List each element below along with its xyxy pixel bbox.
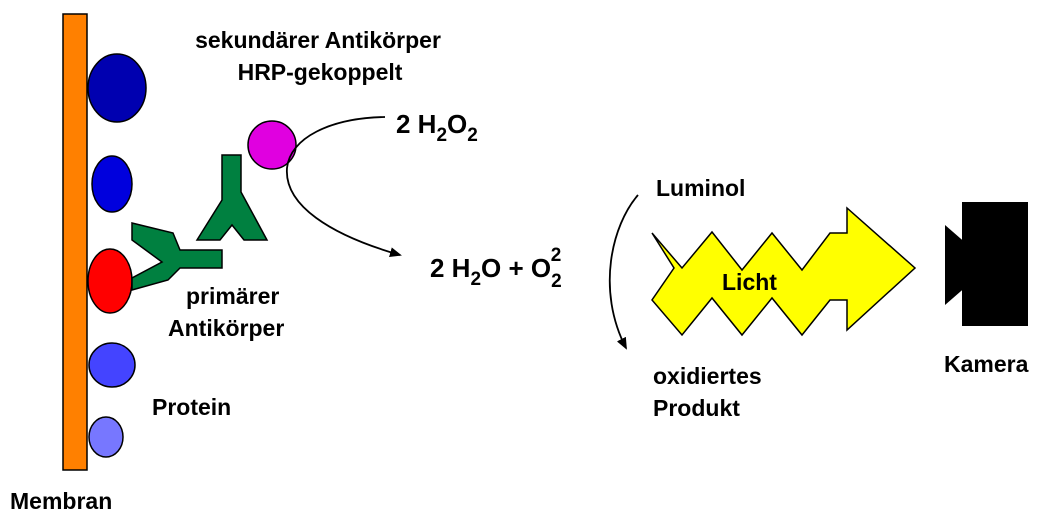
secondary-antibody-label-line2: HRP-gekoppelt (238, 59, 403, 85)
protein-label: Protein (152, 394, 231, 420)
oxidized-product-label-line1: oxidiertes (653, 363, 762, 389)
primary-antibody-label-line2: Antikörper (168, 315, 284, 341)
camera-icon (945, 202, 1028, 326)
luminol-arrow (608, 194, 639, 350)
protein-blob-1 (87, 53, 147, 123)
protein-blob-4 (88, 416, 124, 458)
luminol-label: Luminol (656, 175, 745, 201)
protein-blob-2 (91, 155, 133, 213)
h2o2-label: 2 H2O2 (396, 109, 478, 146)
camera-label: Kamera (944, 351, 1029, 377)
oxidized-product-label-line2: Produkt (653, 395, 740, 421)
membrane-bar (62, 13, 88, 471)
reaction-arrow (286, 116, 402, 258)
reaction-product-label: 2 H2O + O22 (430, 245, 562, 292)
primary-antibody-label-line1: primärer (186, 283, 279, 309)
target-protein (87, 248, 133, 314)
hrp-enzyme (247, 120, 297, 170)
membrane-label: Membran (10, 488, 112, 514)
secondary-antibody (195, 154, 269, 241)
lightning-arrow-icon (651, 206, 917, 337)
light-label: Licht (722, 269, 777, 295)
primary-antibody (131, 222, 223, 291)
secondary-antibody-label-line1: sekundärer Antikörper (195, 27, 441, 53)
protein-blob-3 (88, 342, 136, 388)
